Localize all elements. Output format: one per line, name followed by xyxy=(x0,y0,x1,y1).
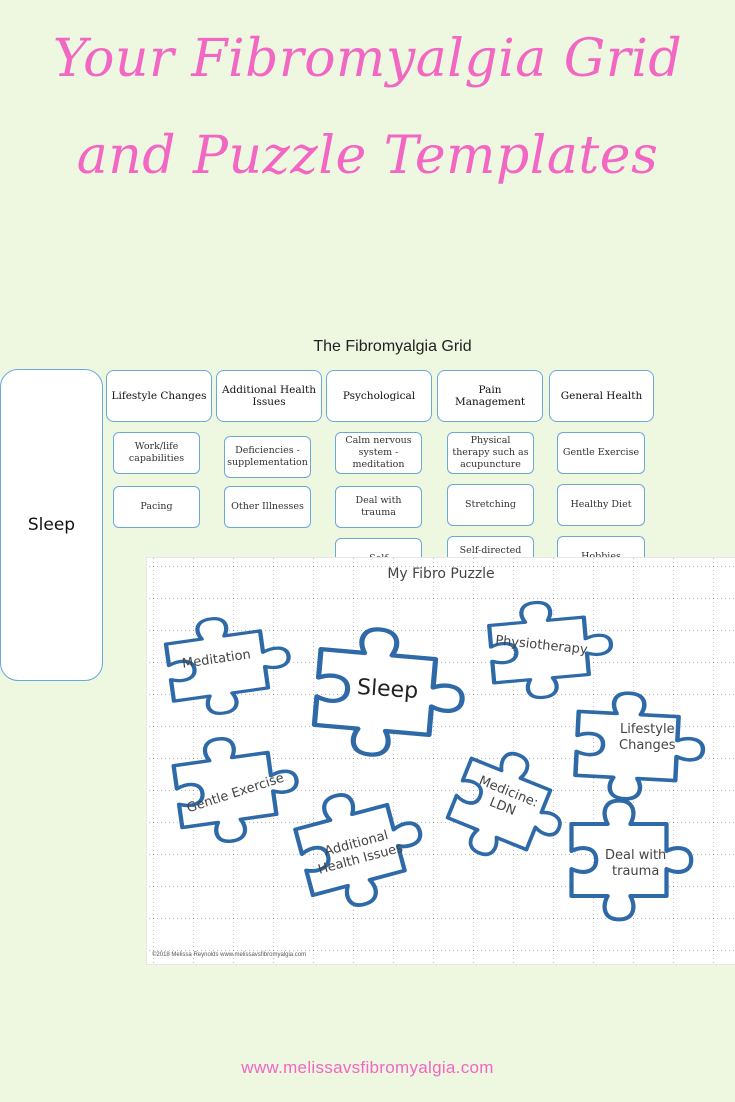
footer-url[interactable]: www.melissavsfibromyalgia.com xyxy=(241,1058,494,1077)
grid-header-lifestyle: Lifestyle Changes xyxy=(106,370,212,422)
puzzle-title: My Fibro Puzzle xyxy=(387,566,495,582)
puzzle-label-trauma: Deal with trauma xyxy=(605,848,667,879)
grid-header-general: General Health xyxy=(549,370,654,422)
grid-cell: Other Illnesses xyxy=(224,486,311,528)
grid-cell: Physical therapy such as acupuncture xyxy=(447,432,534,474)
grid-sleep-box: Sleep xyxy=(0,369,103,681)
puzzle-label-sleep: Sleep xyxy=(356,674,419,705)
page-title-line-1: Your Fibromyalgia Grid xyxy=(52,29,683,89)
fibro-puzzle: My Fibro Puzzle Meditation Sleep Physiot… xyxy=(147,558,735,964)
page-title-line-2: and Puzzle Templates xyxy=(76,126,659,186)
puzzle-copyright: ©2018 Melissa Reynolds www.melissavsfibr… xyxy=(152,952,307,958)
grid-cell: Deal with trauma xyxy=(335,486,422,528)
grid-cell: Healthy Diet xyxy=(557,484,645,526)
grid-cell: Gentle Exercise xyxy=(557,432,645,474)
puzzle-label-lifestyle: Lifestyle Changes xyxy=(619,722,676,753)
grid-header-additional: Additional Health Issues xyxy=(216,370,322,422)
grid-cell: Pacing xyxy=(113,486,200,528)
puzzle-canvas xyxy=(147,558,735,964)
grid-cell: Deficiencies - supplementation xyxy=(224,436,311,478)
grid-title: The Fibromyalgia Grid xyxy=(313,338,472,355)
grid-cell: Calm nervous system - meditation xyxy=(335,432,422,474)
grid-header-pain: Pain Management xyxy=(437,370,543,422)
grid-cell: Stretching xyxy=(447,484,534,526)
grid-cell: Work/life capabilities xyxy=(113,432,200,474)
grid-header-psychological: Psychological xyxy=(326,370,432,422)
